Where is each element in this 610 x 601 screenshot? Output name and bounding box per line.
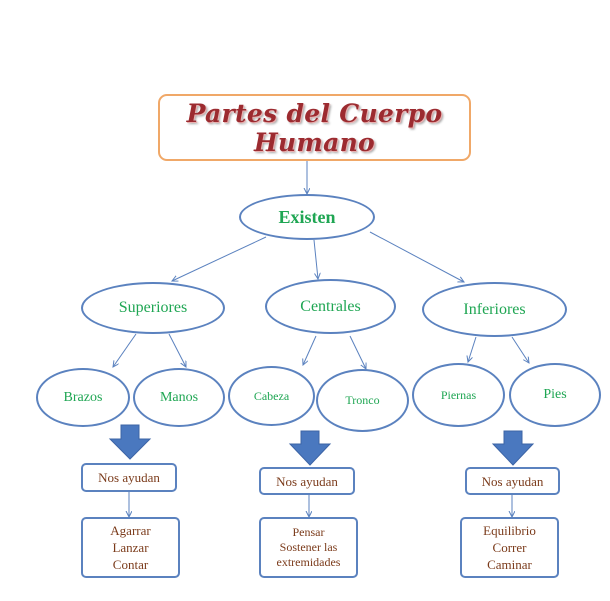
category-centrales: Centrales (265, 279, 396, 334)
block-arrow-centrales (288, 430, 332, 466)
use-item: Lanzar (112, 540, 149, 555)
use-item: Contar (112, 557, 149, 572)
leaf-brazos: Brazos (36, 368, 130, 427)
uses-box-inferiores: Equilibrio Correr Caminar (460, 517, 559, 578)
category-label: Superiores (118, 299, 188, 316)
leaf-label: Pies (543, 387, 567, 402)
helper-box-superiores: Nos ayudan (81, 463, 177, 492)
helper-box-inferiores: Nos ayudan (465, 467, 560, 495)
category-inferiores: Inferiores (422, 282, 567, 337)
connector-centrales-tronco (349, 335, 366, 369)
helper-label: Nos ayudan (481, 473, 544, 489)
leaf-manos: Manos (133, 368, 225, 427)
category-superiores: Superiores (81, 282, 225, 334)
connector-superiores-manos (168, 333, 186, 367)
helper-label: Nos ayudan (98, 470, 160, 485)
use-item: Caminar (487, 557, 532, 572)
helper-label: Nos ayudan (276, 473, 338, 489)
block-arrow-inferiores (491, 430, 535, 466)
connector-root-superiores (172, 236, 267, 281)
connector-inferiores-pies (511, 336, 529, 363)
connector-root-inferiores (369, 231, 464, 282)
leaf-piernas: Piernas (412, 363, 505, 427)
category-label: Inferiores (463, 300, 526, 318)
title-box: Partes del Cuerpo Humano (158, 94, 471, 161)
helper-box-centrales: Nos ayudan (259, 467, 355, 495)
leaf-cabeza: Cabeza (228, 366, 315, 426)
leaf-label: Tronco (345, 393, 380, 407)
uses-box-superiores: Agarrar Lanzar Contar (81, 517, 180, 578)
use-item: Correr (492, 540, 527, 555)
leaf-label: Cabeza (253, 388, 290, 403)
leaf-label: Brazos (63, 389, 103, 405)
use-item: extremidades (276, 555, 341, 569)
diagram-title: Partes del Cuerpo Humano (186, 98, 443, 157)
root-node: Existen (239, 194, 375, 240)
uses-box-centrales: Pensar Sostener las extremidades (259, 517, 358, 578)
block-arrow-superiores (108, 424, 152, 460)
connector-inferiores-piernas (468, 336, 477, 362)
connector-root-centrales (313, 239, 318, 279)
connector-centrales-cabeza (303, 335, 317, 365)
use-item: Pensar (292, 525, 325, 539)
leaf-tronco: Tronco (316, 369, 409, 432)
leaf-pies: Pies (509, 363, 601, 427)
use-item: Sostener las (279, 540, 338, 554)
category-label: Centrales (300, 297, 361, 315)
leaf-label: Manos (159, 389, 199, 405)
use-item: Agarrar (110, 523, 151, 538)
use-item: Equilibrio (483, 523, 536, 538)
leaf-label: Piernas (440, 387, 477, 402)
connector-superiores-brazos (113, 333, 137, 367)
root-label: Existen (278, 206, 336, 227)
